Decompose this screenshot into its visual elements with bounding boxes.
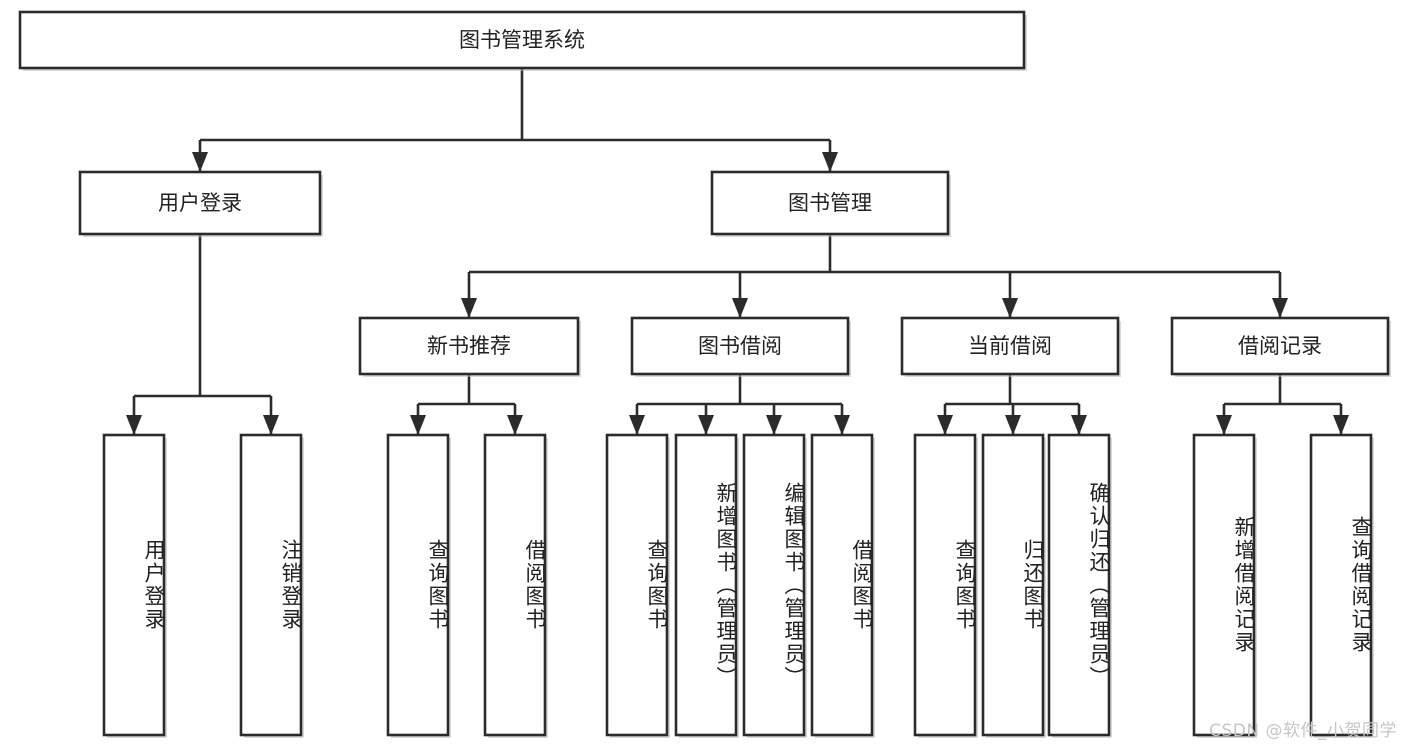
node-box-leaf-query-record[interactable] (1309, 433, 1373, 737)
arrow-head-icon-leaf-query-book-1 (410, 415, 426, 435)
node-box-book-borrow[interactable] (630, 316, 850, 376)
node-box-borrow-record[interactable] (1170, 316, 1390, 376)
node-box-leaf-user-login[interactable] (102, 433, 166, 737)
node-box-leaf-borrow-book-2[interactable] (810, 433, 874, 737)
arrow-head-icon-leaf-return-book (1005, 415, 1021, 435)
arrow-head-icon-leaf-edit-book (766, 415, 782, 435)
node-box-leaf-confirm-return[interactable] (1047, 433, 1111, 737)
arrow-head-icon-book-manage (822, 152, 838, 172)
arrow-head-icon-leaf-add-record (1216, 415, 1232, 435)
node-box-book-manage[interactable] (710, 170, 950, 236)
node-box-layer (18, 10, 1391, 738)
node-box-leaf-add-book[interactable] (674, 433, 738, 737)
node-label-root: 图书管理系统 (459, 28, 585, 52)
arrow-head-icon-leaf-borrow-book-1 (507, 415, 523, 435)
arrow-head-icon-leaf-borrow-book-2 (834, 415, 850, 435)
arrow-head-icon-new-book-recommend (461, 298, 477, 318)
arrow-head-icon-leaf-user-login (126, 415, 142, 435)
node-label-book-manage: 图书管理 (788, 191, 872, 215)
node-box-leaf-query-book-3[interactable] (913, 433, 977, 737)
node-box-leaf-query-book-2[interactable] (605, 433, 669, 737)
node-label-new-book-recommend: 新书推荐 (427, 334, 511, 358)
arrow-head-icon-borrow-record (1272, 298, 1288, 318)
arrow-head-icon-current-borrow (1002, 298, 1018, 318)
arrow-head-icon-leaf-add-book (698, 415, 714, 435)
arrow-head-icon-leaf-logout (263, 415, 279, 435)
node-box-leaf-add-record[interactable] (1192, 433, 1256, 737)
arrow-head-icon-leaf-query-record (1333, 415, 1349, 435)
arrow-head-icon-leaf-query-book-3 (937, 415, 953, 435)
node-box-leaf-query-book-1[interactable] (386, 433, 450, 737)
node-box-leaf-return-book[interactable] (981, 433, 1045, 737)
node-label-current-borrow: 当前借阅 (968, 334, 1052, 358)
arrow-head-icon-book-borrow (732, 298, 748, 318)
arrow-head-icon-leaf-confirm-return (1071, 415, 1087, 435)
arrow-head-icon-leaf-query-book-2 (629, 415, 645, 435)
node-box-root[interactable] (18, 10, 1026, 70)
node-box-leaf-edit-book[interactable] (742, 433, 806, 737)
node-box-new-book-recommend[interactable] (358, 316, 580, 376)
arrow-head-icon-user-login (192, 152, 208, 172)
node-box-leaf-borrow-book-1[interactable] (483, 433, 547, 737)
watermark-text: CSDN @软件_小贺同学 (1209, 721, 1397, 741)
node-box-user-login[interactable] (78, 170, 322, 236)
node-box-current-borrow[interactable] (900, 316, 1120, 376)
connector-layer (126, 68, 1349, 435)
node-label-book-borrow: 图书借阅 (698, 334, 782, 358)
node-box-leaf-logout[interactable] (239, 433, 303, 737)
node-label-user-login: 用户登录 (158, 191, 242, 215)
node-label-borrow-record: 借阅记录 (1238, 334, 1322, 358)
